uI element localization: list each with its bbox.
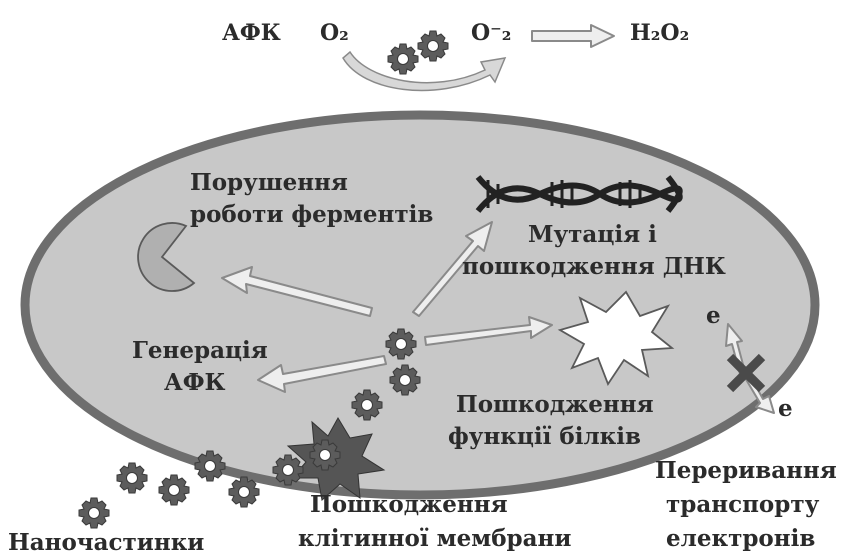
right-arrow-icon <box>532 25 614 47</box>
nanoparticle-gear-icon-2 <box>159 475 189 505</box>
top-gear-icon-2 <box>418 31 448 61</box>
oxygen-label: O₂ <box>320 20 349 46</box>
electron-label-top: e <box>706 302 721 329</box>
electron-label-bottom: e <box>778 395 793 422</box>
superoxide-label: O⁻₂ <box>471 20 511 46</box>
electron-transport-label: Переривання транспорту електронів <box>655 457 845 552</box>
nanoparticle-gear-icon-5 <box>79 498 109 528</box>
top-gear-icon-1 <box>388 44 418 74</box>
membrane-label: Пошкодження клітинної мембрани <box>298 491 571 552</box>
curved-arrow-icon <box>343 52 505 90</box>
nanoparticles-label: Наночастинки <box>8 529 204 556</box>
nanoparticle-gear-icon-1 <box>117 463 147 493</box>
h2o2-label: H₂O₂ <box>630 20 689 46</box>
afk-label: АФК <box>222 20 281 46</box>
